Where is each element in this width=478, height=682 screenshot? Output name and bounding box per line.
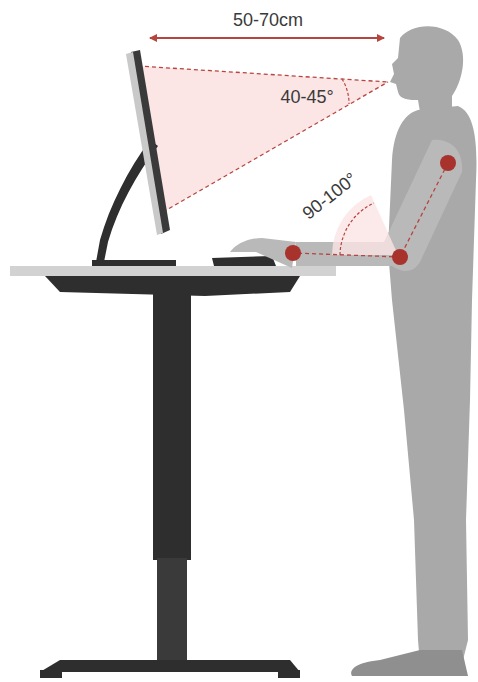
elbow-dot bbox=[392, 249, 408, 265]
monitor-screen bbox=[126, 52, 163, 235]
distance-label: 50-70cm bbox=[231, 10, 305, 30]
keyboard bbox=[212, 256, 276, 266]
desk-foot-pad bbox=[40, 670, 62, 678]
angle-arc bbox=[342, 79, 349, 104]
shoulder-dot bbox=[440, 155, 456, 171]
desk-foot-pad bbox=[278, 670, 300, 678]
wrist-dot bbox=[285, 245, 301, 261]
elbow-angle bbox=[332, 195, 398, 255]
joint-line bbox=[293, 253, 400, 257]
desk-top bbox=[10, 266, 336, 276]
sight-line bbox=[138, 66, 388, 82]
desk-leg-lower bbox=[157, 558, 187, 663]
angle-arc bbox=[340, 203, 374, 255]
desk-leg bbox=[153, 292, 191, 560]
person bbox=[230, 26, 476, 676]
sight-line bbox=[163, 82, 388, 212]
distance-arrow bbox=[150, 37, 384, 39]
joint-line bbox=[400, 163, 448, 257]
desk-foot bbox=[40, 660, 300, 672]
angle-label: 40-45° bbox=[278, 87, 335, 107]
